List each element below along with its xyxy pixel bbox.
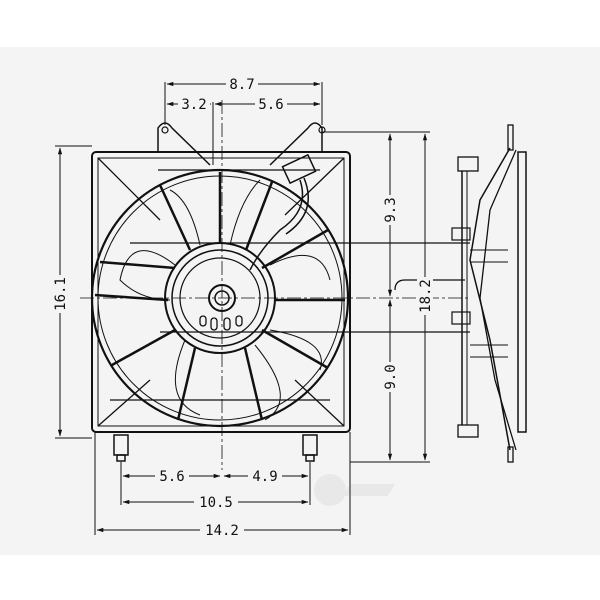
front-view [80, 100, 470, 470]
dim-bottom-left: 5.6 [159, 469, 184, 485]
dim-top-overall: 8.7 [229, 77, 254, 93]
dim-right-lower: 9.0 [383, 364, 399, 389]
dim-bottom-mounts: 10.5 [199, 495, 233, 511]
side-view [451, 124, 527, 463]
dim-right-overall: 18.2 [418, 279, 434, 313]
dim-bottom-overall: 14.2 [205, 523, 239, 539]
dim-top-right: 5.6 [258, 97, 283, 113]
dim-bottom-right: 4.9 [252, 469, 277, 485]
dim-right-upper: 9.3 [383, 197, 399, 222]
dim-top-left: 3.2 [181, 97, 206, 113]
dim-left-height: 16.1 [53, 277, 69, 311]
watermark-logo [314, 474, 395, 506]
dimension-lines [55, 81, 430, 535]
